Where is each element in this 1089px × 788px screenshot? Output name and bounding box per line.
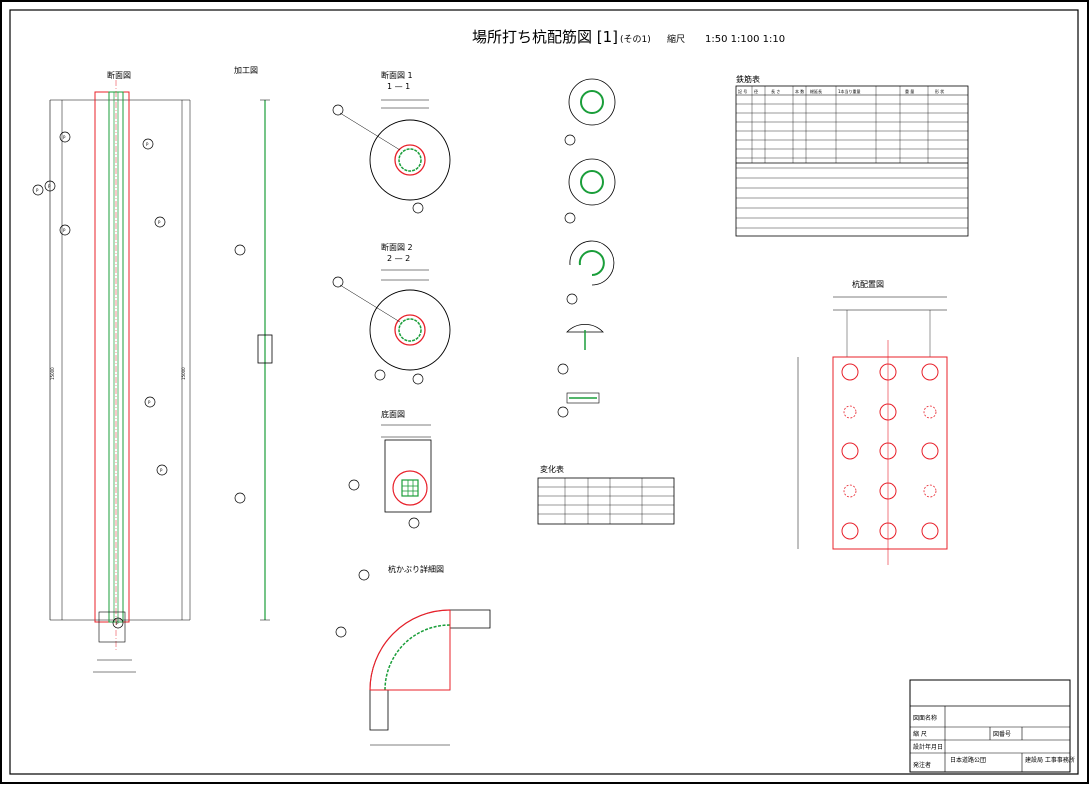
drawing-title: 場所打ち杭配筋図 [1] [472,28,618,46]
section-1-marker: 1 — 1 [387,82,410,91]
svg-text:長 さ: 長 さ [771,88,780,94]
bottom-view-title: 底面図 [381,409,405,419]
svg-text:P: P [146,142,149,147]
rebar-schedule-table: 鉄筋表 記 号 径 長 さ 本 数 総延長 1本当り重量 重 量 形 状 [735,74,969,237]
title-block-date-label: 設計年月日 [913,743,943,751]
longitudinal-section-view: 断面図 15000 15000 P P P P P P P P P [32,70,191,673]
svg-text:重 量: 重 量 [905,88,914,94]
svg-text:本 数: 本 数 [795,88,804,94]
svg-text:P: P [160,468,163,473]
svg-text:P: P [48,184,51,189]
corner-detail-title: 杭かぶり詳細図 [388,564,444,574]
section-2-view: 断面図 2 2 — 2 [332,242,451,385]
rebar-schedule-title: 鉄筋表 [736,74,760,84]
scale-values: 1:50 1:100 1:10 [705,34,785,45]
drawing-subtitle: (その1) [620,34,651,45]
change-table-title: 変化表 [540,464,564,474]
section-2-marker: 2 — 2 [387,254,410,263]
scale-label: 縮尺 [667,33,685,45]
title-block: 図面名称 縮 尺 図番号 設計年月日 発注者 日本道路公団 建設局 工事事務所 [909,679,1075,773]
svg-text:P: P [158,220,161,225]
change-table: 変化表 [537,464,675,525]
svg-text:径: 径 [754,88,758,94]
svg-text:形 状: 形 状 [935,88,944,94]
title-block-drawing-name-label: 図面名称 [913,714,937,722]
corner-detail-view: 杭かぶり詳細図 [335,564,491,746]
svg-text:記 号: 記 号 [738,88,747,94]
longitudinal-section-label: 断面図 [107,70,131,80]
svg-text:P: P [148,400,151,405]
svg-text:総延長: 総延長 [810,88,822,94]
pile-layout-title: 杭配置図 [852,279,884,289]
svg-text:P: P [36,188,39,193]
title-block-client-value: 日本道路公団 [950,756,986,764]
svg-text:1本当り重量: 1本当り重量 [838,88,861,94]
rebar-detail-column [557,78,616,418]
svg-text:P: P [63,135,66,140]
bottom-view: 底面図 [348,409,432,529]
title-block-scale-label: 縮 尺 [913,730,927,738]
section-1-title: 断面図 1 [381,70,413,80]
fabrication-label: 加工図 [234,65,258,75]
svg-text:P: P [63,228,66,233]
title-block-drawing-number-label: 図番号 [993,731,1011,738]
svg-text:P: P [116,621,119,626]
svg-text:15000: 15000 [50,367,55,380]
title-block-client-label: 発注者 [913,761,931,769]
svg-text:15000: 15000 [181,367,186,380]
title-block-office-value: 建設局 工事事務所 [1025,756,1075,764]
sheet-inner-border [9,9,1079,775]
section-2-title: 断面図 2 [381,242,413,252]
fabrication-view: 加工図 [234,65,273,621]
section-1-view: 断面図 1 1 — 1 [332,70,451,214]
pile-layout-view: 杭配置図 [797,279,948,565]
pile-grid [841,363,939,540]
